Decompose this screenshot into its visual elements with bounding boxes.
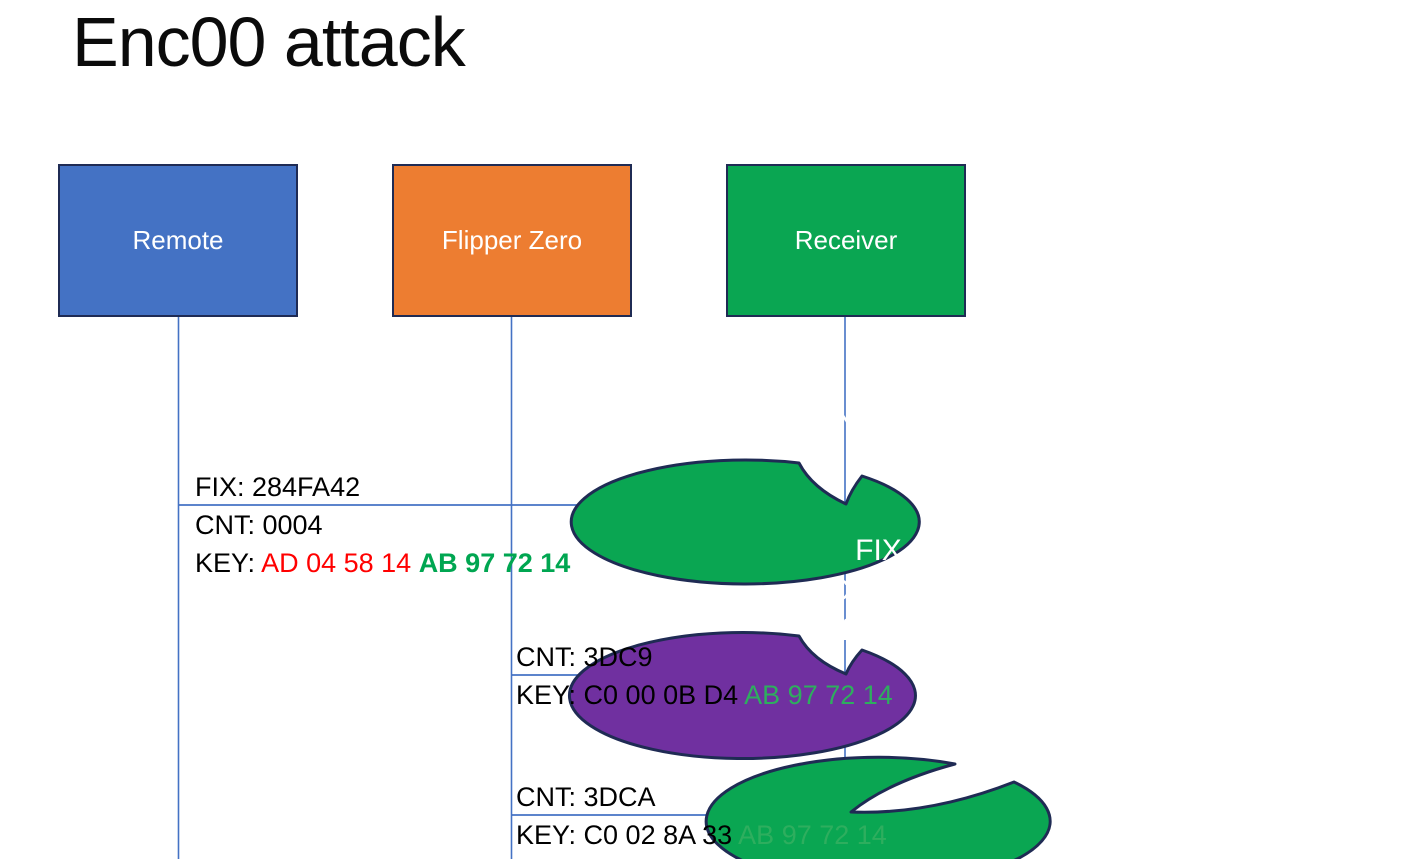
message-1-remote-to-receiver: FIX: 284FA42 CNT: 0004 KEY: AD 04 58 14 … — [195, 468, 570, 582]
actor-box-flipper-zero: Flipper Zero — [392, 164, 632, 317]
callout-1-line-1: FIX good — [856, 361, 978, 394]
actor-box-receiver: Receiver — [726, 164, 966, 317]
message-1-cnt-line: CNT: 0004 — [195, 510, 323, 540]
message-1-fix-line: FIX: 284FA42 — [195, 472, 361, 502]
message-1-key-line: KEY: AD 04 58 14 AB 97 72 14 — [195, 544, 570, 582]
message-2-cnt-line: CNT: 3DC9 — [516, 642, 653, 672]
callout-text-opened-2: FIX good CNT is 3DCA “Opened” — [917, 660, 1261, 788]
actor-label-remote: Remote — [132, 225, 224, 255]
callout-bubble-opened-1 — [569, 458, 921, 586]
callout-2-line-3: future code — [840, 614, 992, 647]
callout-bubble-future-code — [567, 631, 917, 761]
message-3-key-line: KEY: C0 02 8A 33 AB 97 72 14 — [516, 816, 887, 854]
slide-title: Enc00 attack — [72, 3, 466, 81]
callout-3-line-1: FIX good — [1028, 667, 1150, 700]
message-2-key-fixed-bytes: AB 97 72 14 — [744, 680, 893, 710]
actor-label-receiver: Receiver — [794, 225, 898, 255]
message-1-key-label: KEY: — [195, 548, 262, 578]
callout-2-line-2: CNT 3DC9 is — [827, 574, 1005, 607]
message-3-key-label: KEY: C0 02 8A 33 — [516, 820, 739, 850]
message-1-key-fixed-bytes: AB 97 72 14 — [418, 548, 571, 578]
callout-2-line-1: FIX good — [855, 534, 977, 567]
message-1-key-changed-bytes: AD 04 58 14 — [261, 548, 419, 578]
callout-bubble-opened-2 — [704, 755, 1052, 859]
callout-3-line-2: CNT is 3DCA — [999, 707, 1179, 740]
message-2-key-line: KEY: C0 00 0B D4 AB 97 72 14 — [516, 676, 893, 714]
callout-text-opened-1: FIX good CNT 0001 good “Opened” — [743, 356, 1091, 480]
message-3-cnt-line: CNT: 3DCA — [516, 782, 656, 812]
message-2-flipper-to-receiver: CNT: 3DC9 KEY: C0 00 0B D4 AB 97 72 14 — [516, 638, 893, 714]
callout-1-line-3: “Opened” — [853, 441, 981, 474]
actor-label-flipper-zero: Flipper Zero — [441, 225, 583, 255]
message-3-flipper-to-receiver: CNT: 3DCA KEY: C0 02 8A 33 AB 97 72 14 — [516, 778, 887, 854]
callout-text-future-code: FIX good CNT 3DC9 is future code — [743, 528, 1089, 654]
message-2-key-label: KEY: C0 00 0B D4 — [516, 680, 745, 710]
message-3-key-fixed-bytes: AB 97 72 14 — [738, 820, 887, 850]
callout-3-line-3: “Opened” — [1025, 747, 1153, 780]
actor-box-remote: Remote — [58, 164, 298, 317]
callout-1-line-2: CNT 0001 good — [811, 401, 1023, 434]
